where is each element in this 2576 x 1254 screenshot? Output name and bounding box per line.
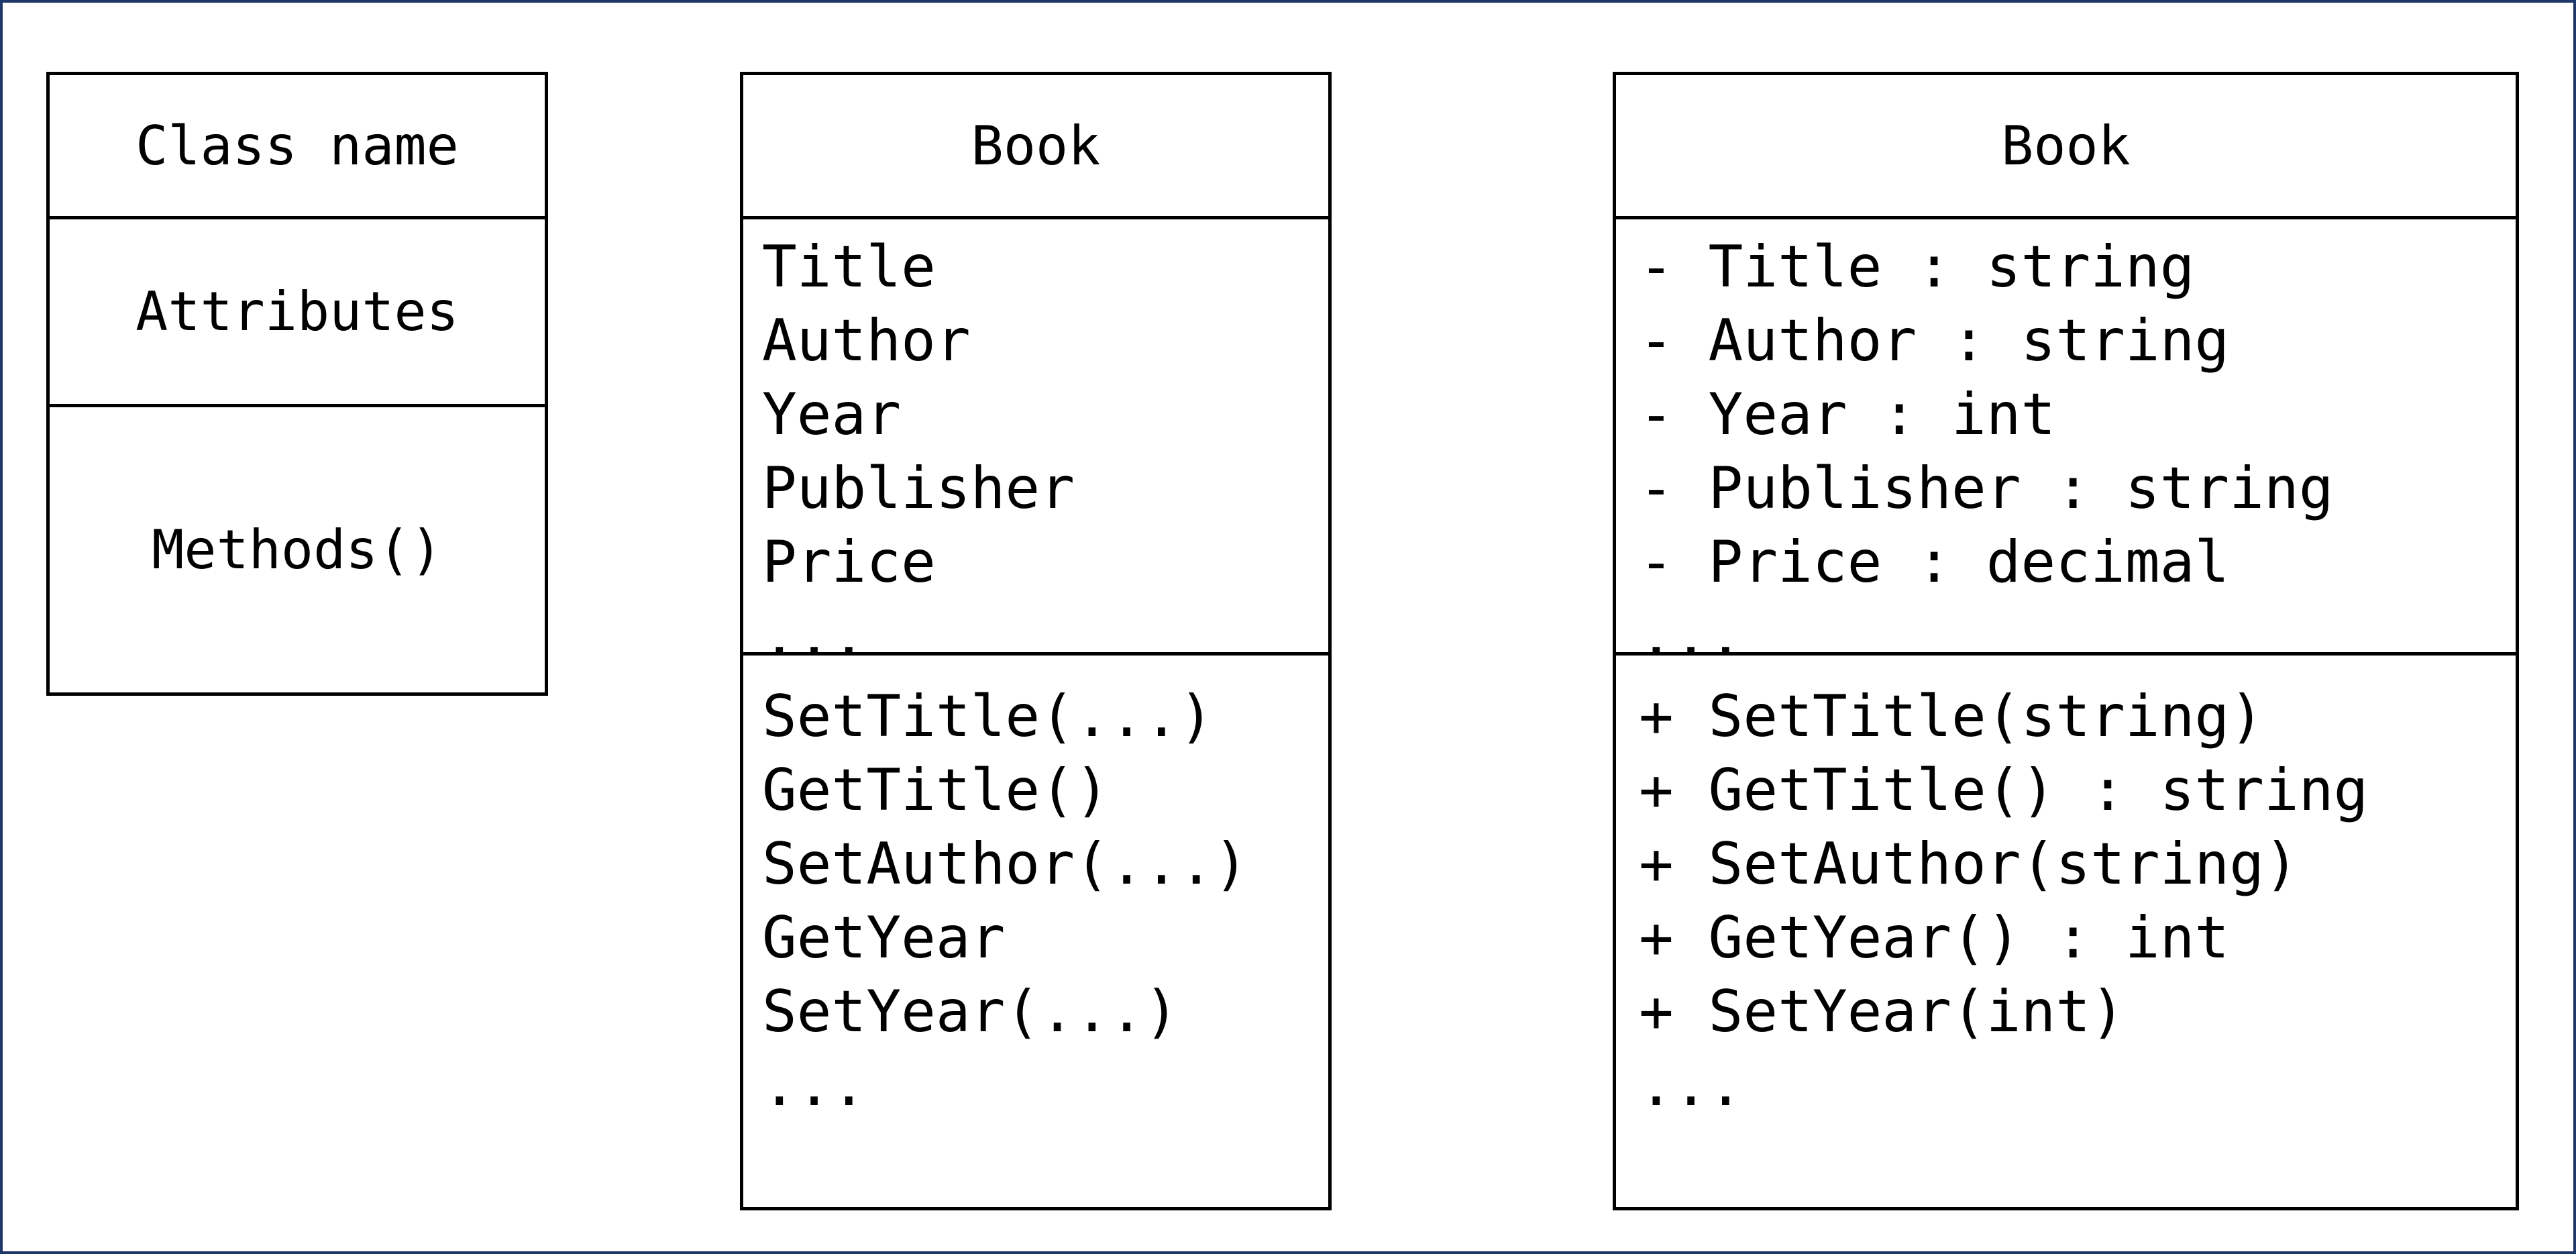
attribute-item: - Year : int <box>1639 381 2056 448</box>
attribute-item: ... <box>762 603 867 670</box>
uml-legend-box: Class name Attributes Methods() <box>46 72 548 696</box>
attribute-item: - Price : decimal <box>1639 529 2230 596</box>
method-item: + SetYear(int) <box>1639 978 2125 1045</box>
method-item: ... <box>762 1052 867 1119</box>
attributes-compartment: - Title : string - Author : string - Yea… <box>1616 216 2516 670</box>
attribute-item: Price <box>762 529 936 596</box>
attribute-item: Year <box>762 381 902 448</box>
method-item: + GetYear() : int <box>1639 904 2230 972</box>
method-item: SetAuthor(...) <box>762 831 1248 898</box>
attribute-item: - Author : string <box>1639 307 2230 374</box>
attributes-compartment: Title Author Year Publisher Price ... <box>743 216 1328 670</box>
method-item: ... <box>1639 1052 1743 1119</box>
legend-class-name: Class name <box>136 114 459 177</box>
method-item: SetYear(...) <box>762 978 1179 1045</box>
method-item: + SetAuthor(string) <box>1639 831 2299 898</box>
attribute-item: ... <box>1639 603 1743 670</box>
class-name: Book <box>2001 114 2131 177</box>
method-item: SetTitle(...) <box>762 683 1214 750</box>
methods-compartment: + SetTitle(string) + GetTitle() : string… <box>1616 652 2516 1207</box>
methods-compartment: SetTitle(...) GetTitle() SetAuthor(...) … <box>743 652 1328 1207</box>
method-item: GetTitle() <box>762 757 1110 824</box>
book-class-simple: Book Title Author Year Publisher Price .… <box>740 72 1332 1210</box>
method-item: GetYear <box>762 904 1006 972</box>
legend-attributes: Attributes <box>50 216 545 404</box>
attribute-item: Publisher <box>762 455 1075 522</box>
attribute-item: Author <box>762 307 971 374</box>
attribute-item: - Publisher : string <box>1639 455 2334 522</box>
class-name: Book <box>971 114 1101 177</box>
attribute-item: - Title : string <box>1639 233 2195 301</box>
legend-methods: Methods() <box>50 404 545 692</box>
book-class-detailed: Book - Title : string - Author : string … <box>1613 72 2519 1210</box>
method-item: + SetTitle(string) <box>1639 683 2264 750</box>
attribute-item: Title <box>762 233 936 301</box>
method-item: + GetTitle() : string <box>1639 757 2369 824</box>
